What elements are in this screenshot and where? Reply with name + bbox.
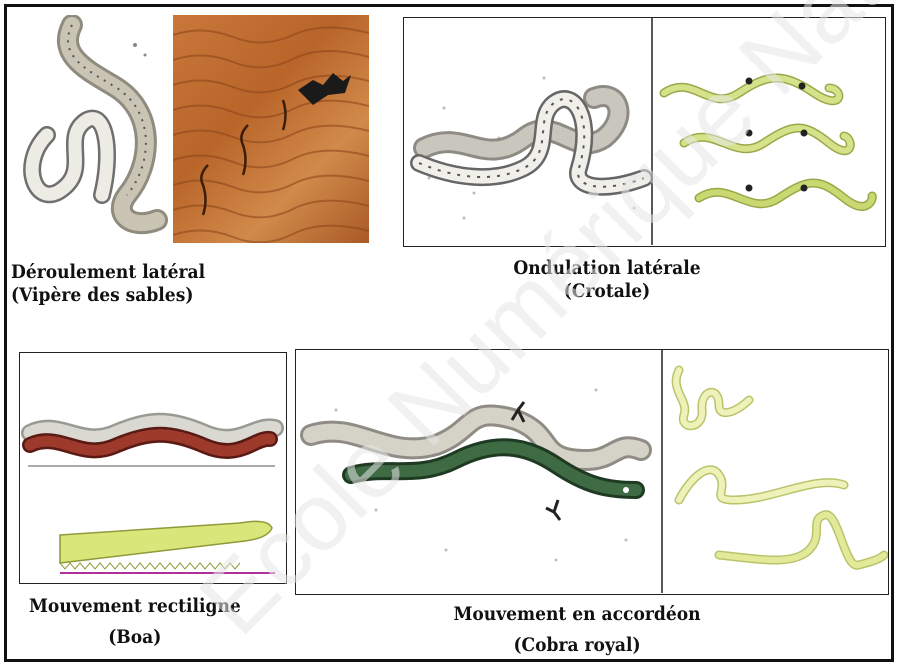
caption-title: Mouvement rectiligne [29, 595, 241, 618]
caption-concertina: Mouvement en accordéon (Cobra royal) [451, 603, 703, 657]
concertina-panel [295, 349, 889, 595]
caption-lateral-unrolling: Déroulement latéral (Vipère des sables) [11, 261, 205, 307]
rectilinear-panel [19, 352, 287, 584]
sidewinder-drawing [17, 15, 173, 243]
concertina-sequence-icon [664, 350, 889, 593]
caption-title: Ondulation latérale [508, 257, 706, 280]
caption-subtitle: (Crotale) [508, 280, 706, 303]
caption-subtitle: (Cobra royal) [451, 634, 703, 657]
undulation-sequence-icon [654, 18, 886, 245]
figure-frame: Déroulement latéral (Vipère des sables) … [4, 4, 894, 662]
sand-dunes-photo [173, 15, 369, 243]
caption-rectilinear: Mouvement rectiligne (Boa) [29, 595, 241, 649]
caption-title: Mouvement en accordéon [451, 603, 703, 626]
boa-icon [20, 353, 285, 582]
sidewinder-snake-icon [17, 15, 173, 243]
caption-subtitle: (Boa) [29, 626, 241, 649]
caption-subtitle: (Vipère des sables) [11, 284, 205, 307]
undulation-panel [403, 17, 886, 247]
caption-title: Déroulement latéral [11, 261, 205, 284]
caption-lateral-undulation: Ondulation latérale (Crotale) [508, 257, 706, 303]
